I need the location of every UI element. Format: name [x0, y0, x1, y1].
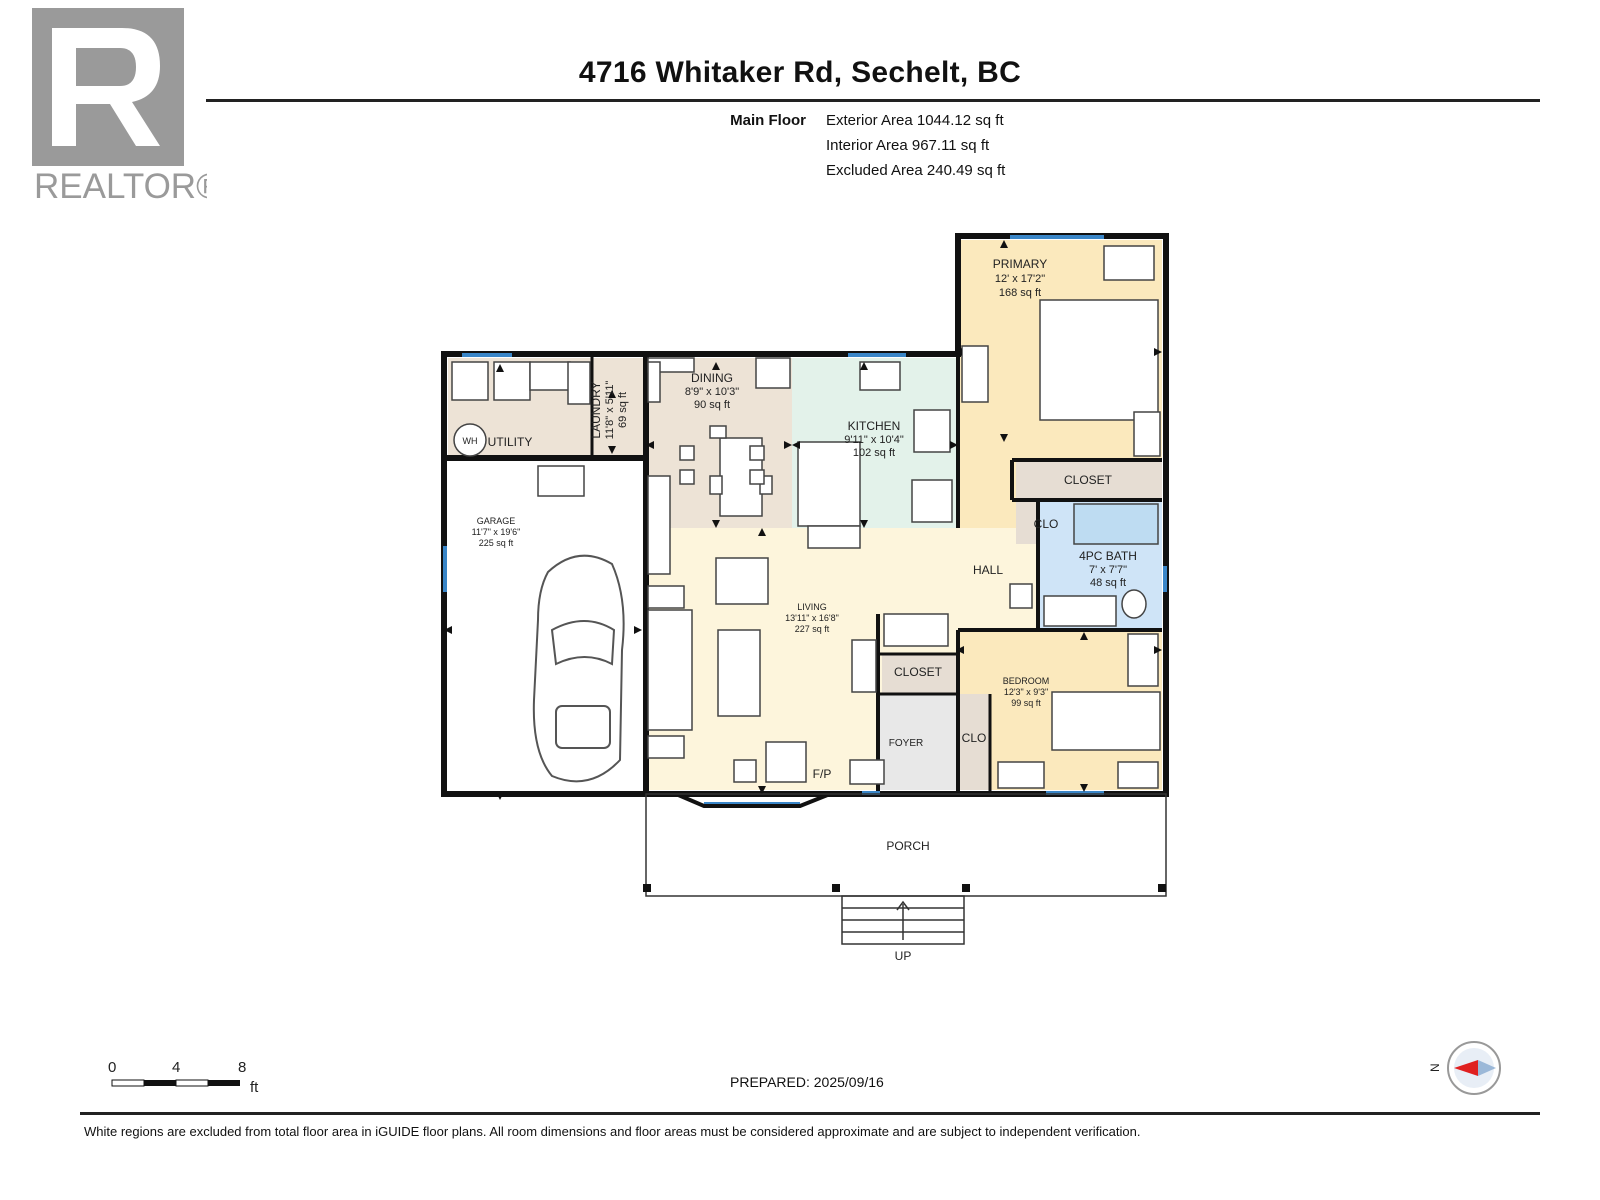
kitchen-label: KITCHEN — [848, 419, 901, 433]
logo-wordmark: REALTOR® — [34, 167, 207, 206]
furnace — [537, 465, 585, 497]
utility-label: UTILITY — [488, 435, 533, 449]
closet-primary-fill — [1016, 460, 1162, 500]
foyer-fill — [878, 694, 958, 790]
furniture — [451, 245, 1161, 789]
kitchen-area: 102 sq ft — [853, 447, 895, 459]
scale-label-8: 8 — [238, 1059, 246, 1076]
dimension-markers — [444, 240, 1162, 800]
bedroom-dims: 12'3" x 9'3" — [1004, 687, 1048, 697]
water-heater-label: WH — [463, 436, 478, 446]
dining-dims: 8'9" x 10'3" — [685, 386, 739, 398]
hall-fill — [958, 528, 1038, 630]
page-title: 4716 Whitaker Rd, Sechelt, BC — [578, 56, 1022, 89]
prepared-date: PREPARED: 2025/09/16 — [730, 1074, 884, 1090]
closet-foyer-fill — [882, 654, 958, 694]
windows — [443, 235, 1167, 806]
interior-area: Interior Area 967.11 sq ft — [826, 137, 990, 154]
bath-label: 4PC BATH — [1079, 549, 1137, 563]
garage-dims: 11'7" x 19'6" — [472, 527, 521, 537]
scale-label-0: 0 — [108, 1059, 116, 1076]
primary-bed — [1039, 299, 1159, 421]
porch-label: PORCH — [886, 839, 929, 853]
fridge — [911, 479, 953, 523]
north-compass-icon: N — [1428, 1041, 1501, 1095]
kitchen-dims: 9'11" x 10'4" — [844, 434, 904, 446]
range — [913, 409, 951, 453]
sofa — [647, 609, 693, 731]
realtor-logo: REALTOR® — [32, 8, 222, 208]
kitchen-sink — [859, 361, 901, 391]
clo-bedroom-label: CLO — [962, 731, 987, 745]
toilet — [1121, 589, 1147, 619]
room-fills — [448, 240, 1162, 790]
bath-area: 48 sq ft — [1090, 577, 1126, 589]
laundry-label: LAUNDRY — [589, 381, 603, 438]
foyer-label: FOYER — [889, 738, 923, 749]
clo-bedroom-fill — [958, 694, 990, 790]
floor-name: Main Floor — [730, 112, 806, 129]
water-heater — [453, 423, 487, 457]
closet-foyer-label: CLOSET — [894, 665, 943, 679]
bathtub — [1073, 503, 1159, 545]
dining-label: DINING — [691, 371, 733, 385]
bedroom-bed — [1051, 691, 1161, 751]
hall-label: HALL — [973, 563, 1003, 577]
clo-hall-label: CLO — [1034, 517, 1059, 531]
scale-bar: 0 4 8 ft — [108, 1059, 259, 1096]
exterior-area: Exterior Area 1044.12 sq ft — [826, 112, 1004, 129]
garage-label: GARAGE — [477, 516, 516, 526]
coffee-table — [717, 629, 761, 717]
fireplace-label: F/P — [813, 767, 832, 781]
walls — [441, 233, 1169, 797]
primary-label: PRIMARY — [993, 257, 1047, 271]
bedroom-label: BEDROOM — [1003, 676, 1050, 686]
kitchen-island — [797, 441, 861, 527]
primary-area: 168 sq ft — [999, 287, 1041, 299]
footer-divider — [80, 1112, 1540, 1115]
disclaimer-text: White regions are excluded from total fl… — [84, 1124, 1141, 1139]
primary-dims: 12' x 17'2" — [995, 273, 1045, 285]
laundry-dims: 11'8" x 5'11" — [604, 381, 616, 440]
living-area: 227 sq ft — [795, 624, 830, 634]
living-label: LIVING — [797, 602, 827, 612]
living-dims: 13'11" x 16'8" — [785, 613, 839, 623]
dining-area: 90 sq ft — [694, 399, 730, 411]
porch-stairs — [841, 895, 965, 945]
realtor-r-icon: REALTOR® — [32, 8, 222, 206]
vanity — [1043, 595, 1117, 627]
armchair — [715, 557, 769, 605]
car-icon — [532, 554, 625, 783]
excluded-area: Excluded Area 240.49 sq ft — [826, 162, 1006, 179]
laundry-area: 69 sq ft — [617, 392, 629, 428]
closet-primary-label: CLOSET — [1064, 473, 1113, 487]
compass-north-label: N — [1428, 1063, 1442, 1072]
title-divider — [206, 99, 1540, 102]
bedroom-area: 99 sq ft — [1011, 698, 1041, 708]
garage-area: 225 sq ft — [479, 538, 514, 548]
bath-dims: 7' x 7'7" — [1089, 564, 1127, 576]
bay-window — [675, 792, 831, 808]
scale-label-4: 4 — [172, 1059, 180, 1076]
room-labels: PRIMARY 12' x 17'2" 168 sq ft DINING 8'9… — [463, 257, 1137, 963]
scale-unit: ft — [250, 1079, 259, 1096]
stairs-label: UP — [895, 949, 912, 963]
